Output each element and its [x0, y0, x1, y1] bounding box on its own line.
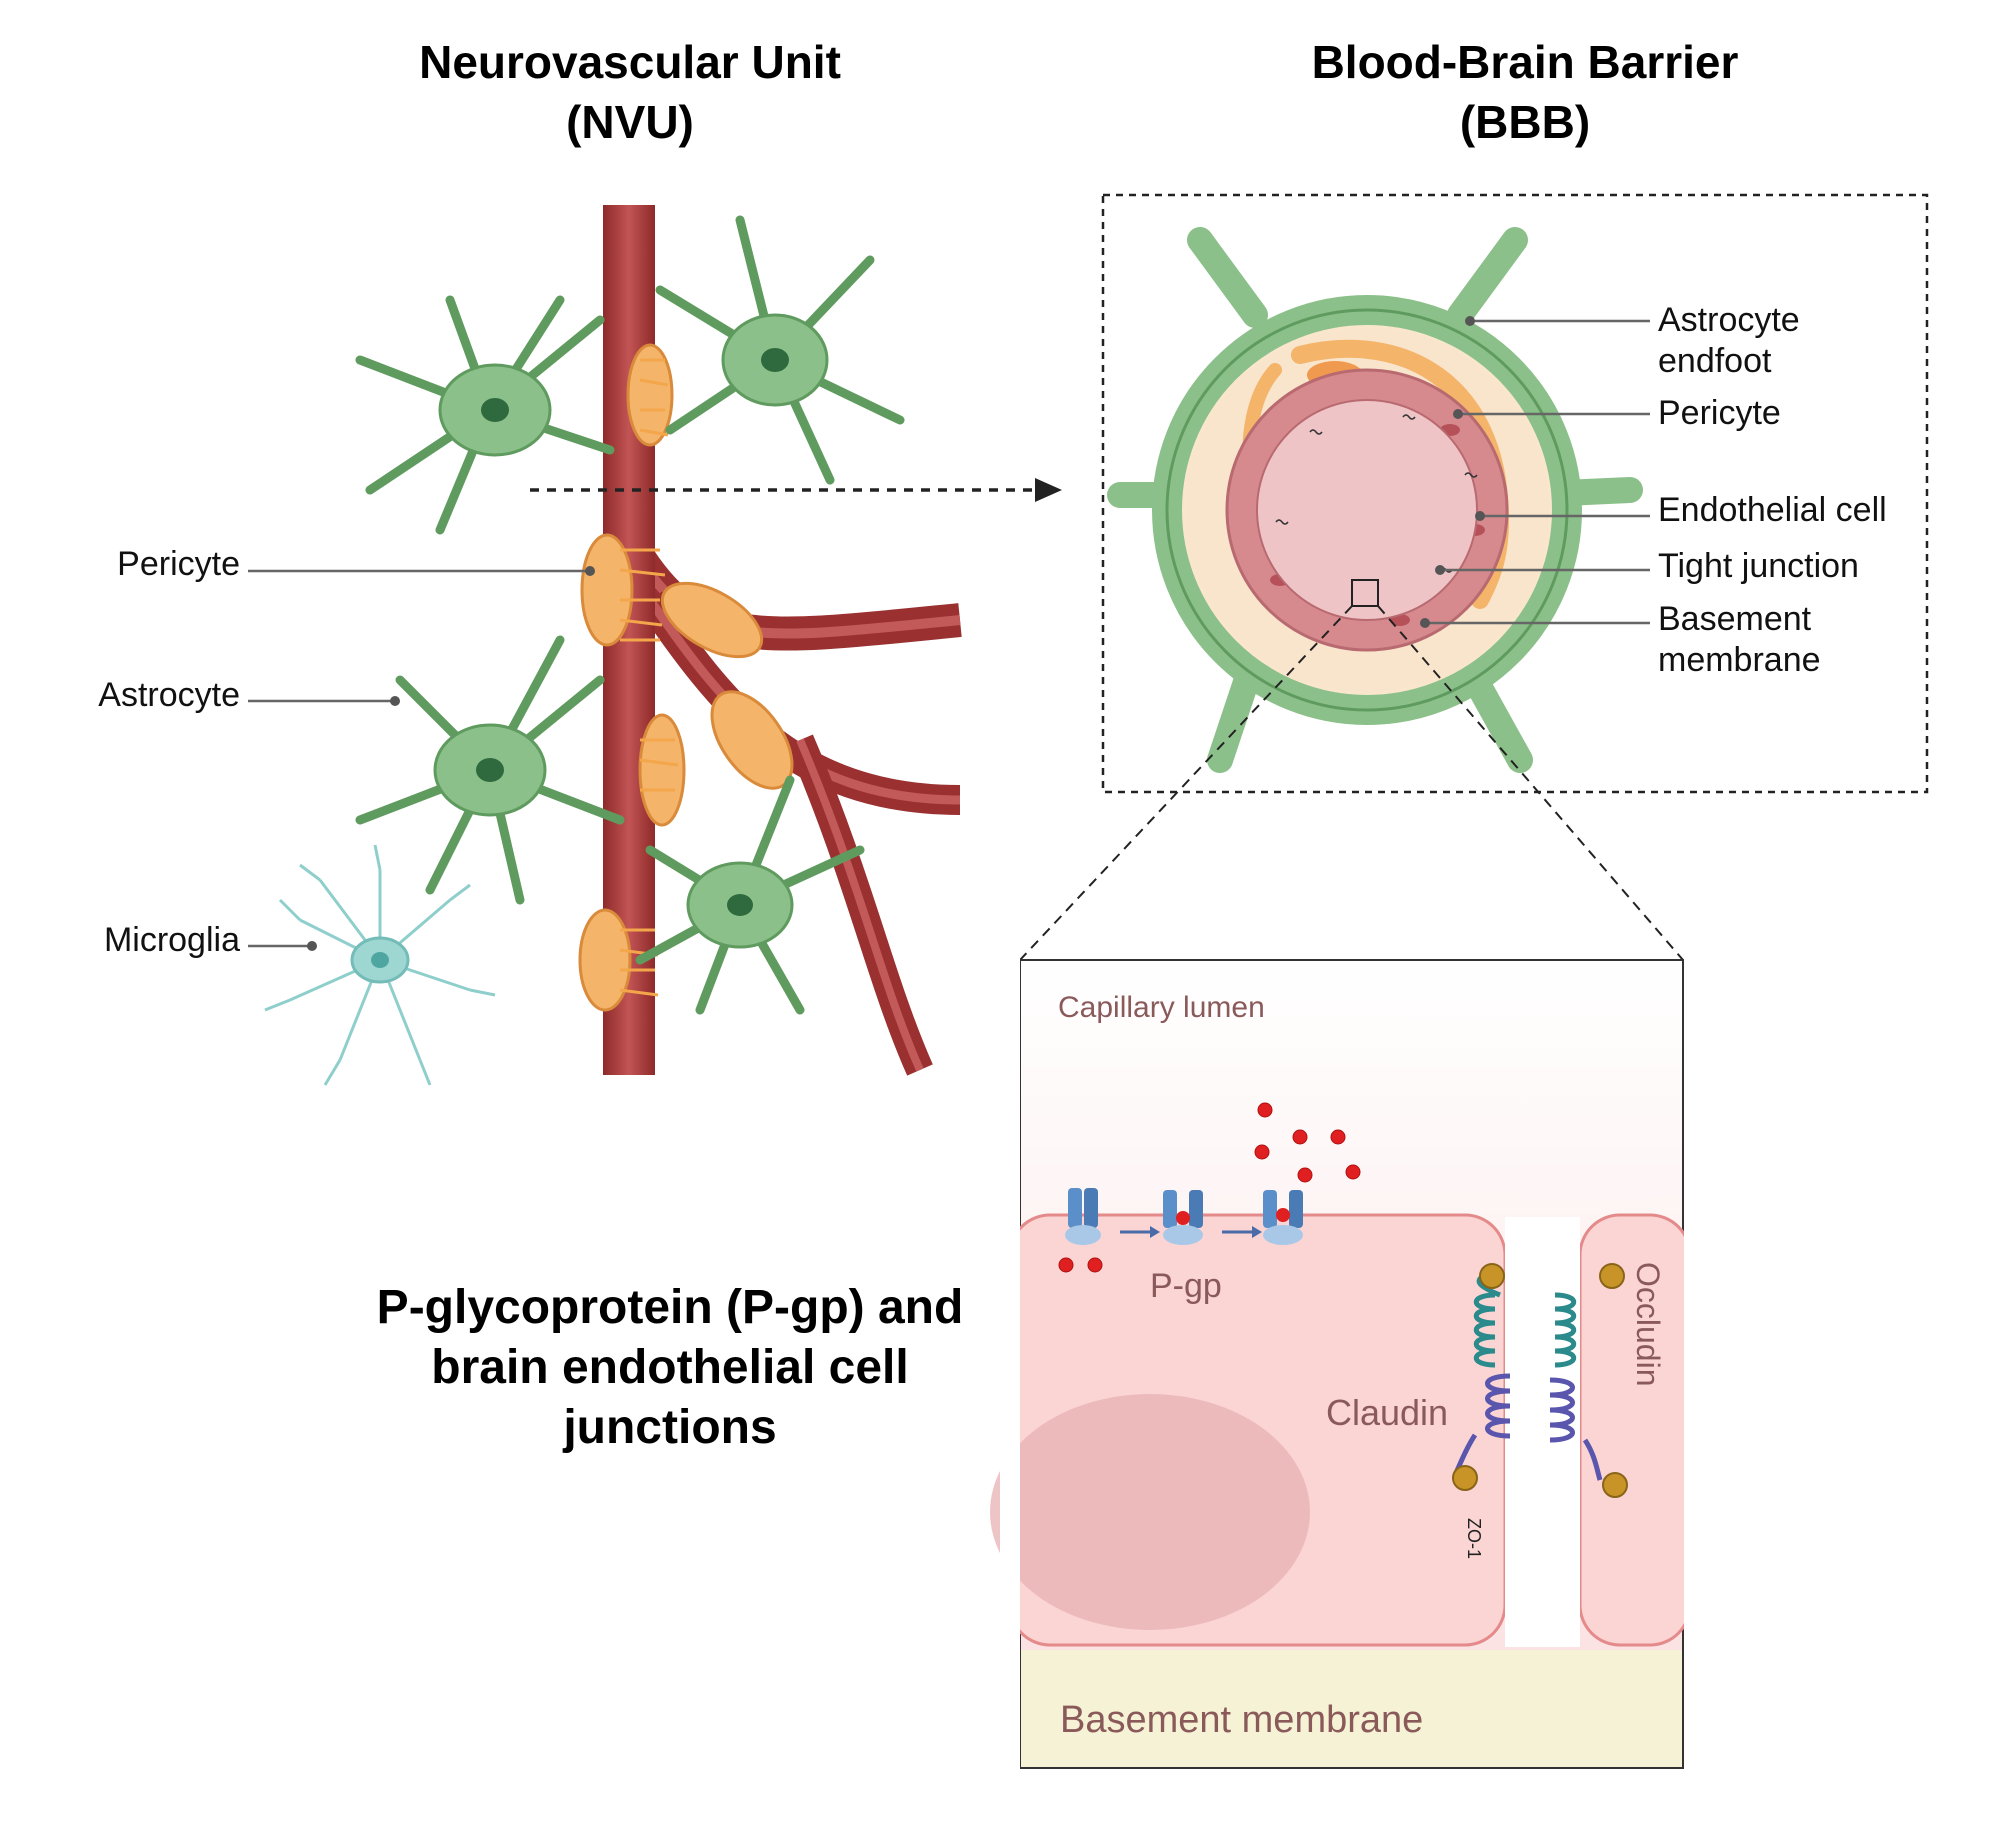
zoom-arrow-head: [1035, 478, 1062, 502]
astrocyte-4: [635, 775, 865, 1015]
label-astrocyte: Astrocyte: [98, 676, 240, 714]
label-pgp: P-gp: [1150, 1267, 1222, 1305]
bbb-title-line2: (BBB): [1460, 96, 1590, 148]
endothelial-nucleus: [990, 1394, 1310, 1630]
bbb-tight-junctions: [1275, 414, 1478, 573]
nvu-illustration: [264, 205, 1062, 1086]
label-tight-junction: Tight junction: [1658, 547, 1859, 585]
astrocytes: [355, 215, 905, 1015]
pgp-transporter-1: [1065, 1188, 1101, 1245]
zo1-proteins: [1452, 1263, 1628, 1498]
bbb-dashed-box: [1101, 193, 1929, 794]
microglia: [264, 844, 496, 1086]
label-bbb-pericyte: Pericyte: [1658, 394, 1781, 432]
bbb-lumen: [1256, 399, 1478, 621]
pericytes: [578, 343, 794, 1012]
label-endothelial-cell: Endothelial cell: [1658, 491, 1887, 529]
substrate-molecules: [1058, 1102, 1361, 1273]
label-capillary-lumen: Capillary lumen: [1058, 991, 1265, 1024]
label-astrocyte-endfoot-2: endfoot: [1658, 342, 1772, 380]
pgp-title: P-glycoprotein (P-gp) and brain endothel…: [377, 1281, 964, 1454]
label-microglia: Microglia: [104, 921, 240, 959]
astrocyte-2: [655, 215, 905, 485]
junction-basement-band: [1021, 1650, 1682, 1767]
pericyte-processes: [619, 358, 679, 997]
pgp-title-line2: brain endothelial cell: [431, 1341, 908, 1394]
label-astrocyte-endfoot-1: Astrocyte: [1658, 301, 1800, 339]
astrocyte-3: [355, 635, 625, 905]
bbb-title-line1: Blood-Brain Barrier: [1312, 36, 1739, 88]
pgp-transporter-2: [1163, 1190, 1203, 1245]
nvu-title-line1: Neurovascular Unit: [419, 36, 841, 88]
bbb-panel: [1019, 193, 1929, 961]
label-zo1: ZO-1: [1464, 1518, 1484, 1559]
label-occludin: Occludin: [1630, 1262, 1666, 1387]
astrocyte-1: [355, 295, 615, 535]
label-pericyte: Pericyte: [117, 545, 240, 583]
label-basement-membrane-2: membrane: [1658, 641, 1821, 679]
pgp-title-line3: junctions: [562, 1401, 776, 1454]
bbb-title: Blood-Brain Barrier (BBB): [1312, 36, 1739, 148]
nvu-title-line2: (NVU): [566, 96, 694, 148]
nvu-title: Neurovascular Unit (NVU): [419, 36, 841, 148]
pgp-transporter-3: [1263, 1190, 1303, 1245]
nvu-labels: Pericyte Astrocyte Microglia: [98, 545, 595, 959]
label-basement-membrane: Basement membrane: [1060, 1699, 1423, 1741]
label-claudin: Claudin: [1326, 1392, 1448, 1433]
pgp-title-line1: P-glycoprotein (P-gp) and: [377, 1281, 964, 1334]
bbb-zoom-square: [1351, 579, 1379, 607]
pgp-transporters: [1058, 1102, 1361, 1273]
junction-panel: Capillary lumen: [990, 955, 1704, 1775]
bbb-labels: Astrocyte endfoot Pericyte Endothelial c…: [1420, 301, 1887, 679]
label-basement-membrane-1: Basement: [1658, 600, 1812, 638]
